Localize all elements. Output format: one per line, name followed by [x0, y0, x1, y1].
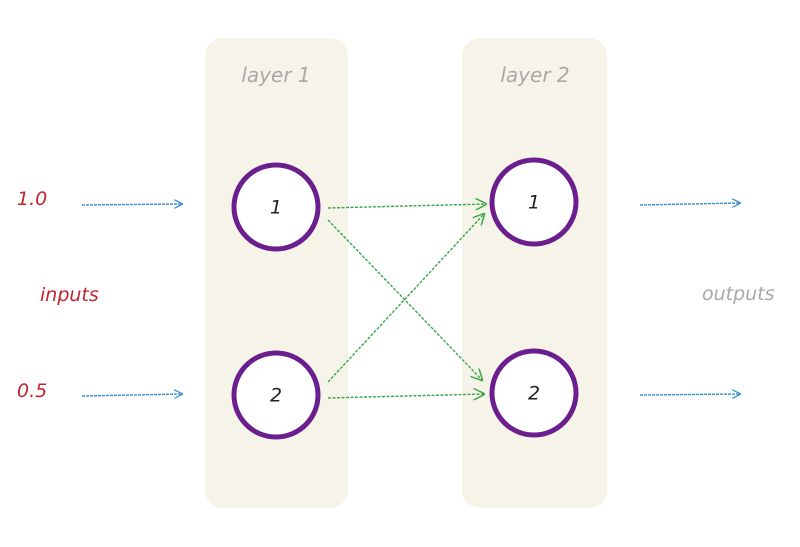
- connection-l1n1-l2n1: [327, 204, 486, 208]
- connections: [327, 204, 486, 398]
- inputs-label: inputs: [40, 284, 99, 306]
- layer-1-label: layer 1: [241, 63, 310, 87]
- layer-1-node-1: 1: [231, 162, 321, 252]
- layer-1-node-2: 2: [231, 350, 321, 440]
- input-value-1: 1.0: [17, 188, 47, 210]
- layer-2-panel: [462, 38, 607, 508]
- input-arrow-1: [81, 204, 182, 205]
- node-label: 2: [528, 383, 540, 405]
- node-ring: [489, 157, 579, 247]
- output-arrow-2: [639, 394, 740, 395]
- node-label: 2: [270, 385, 282, 407]
- layer-2-label: layer 2: [500, 63, 569, 87]
- node-label: 1: [528, 192, 540, 214]
- connection-l1n2-l2n1: [327, 214, 484, 383]
- input-value-2: 0.5: [17, 380, 47, 402]
- node-ring: [489, 348, 579, 438]
- node-label: 1: [270, 197, 282, 219]
- connection-l1n1-l2n2: [327, 219, 482, 380]
- node-ring: [231, 350, 321, 440]
- outputs-label: outputs: [702, 283, 775, 305]
- layer-2-node-2: 2: [489, 348, 579, 438]
- input-arrow-2: [81, 394, 182, 396]
- layer-2-node-1: 1: [489, 157, 579, 247]
- node-ring: [231, 162, 321, 252]
- connection-l1n2-l2n2: [327, 394, 484, 398]
- output-arrow-1: [639, 203, 740, 205]
